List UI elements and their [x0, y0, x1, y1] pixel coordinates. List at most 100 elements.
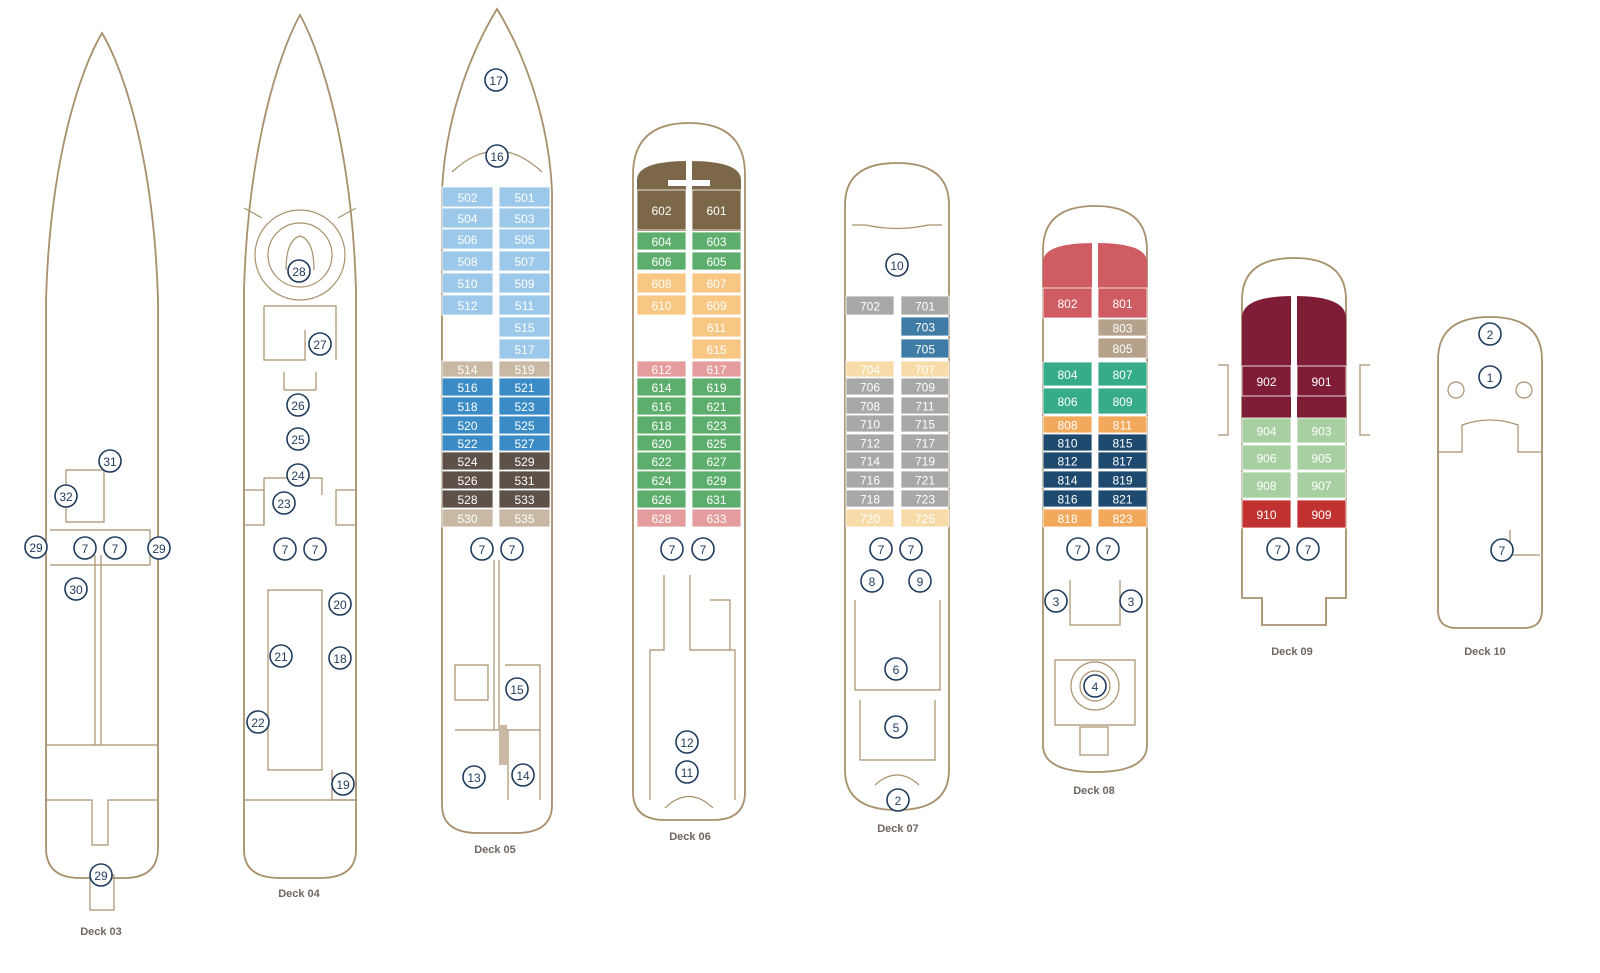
cabin-812[interactable]: 812 [1042, 451, 1093, 470]
cabin-723[interactable]: 723 [900, 489, 950, 508]
poi-marker-2[interactable]: 2 [1478, 322, 1502, 346]
poi-marker-23[interactable]: 23 [272, 491, 296, 515]
poi-marker-17[interactable]: 17 [484, 68, 508, 92]
poi-marker-19[interactable]: 19 [331, 772, 355, 796]
cabin-703[interactable]: 703 [900, 316, 950, 337]
cabin-708[interactable]: 708 [845, 396, 895, 415]
cabin-524[interactable]: 524 [441, 451, 494, 471]
cabin-611[interactable]: 611 [691, 316, 742, 338]
cabin-510[interactable]: 510 [441, 272, 494, 294]
cabin-603[interactable]: 603 [691, 231, 742, 251]
cabin-704[interactable]: 704 [845, 360, 895, 378]
cabin-602[interactable]: 602 [636, 189, 687, 231]
poi-marker-15[interactable]: 15 [505, 677, 529, 701]
cabin-906[interactable]: 906 [1241, 444, 1292, 471]
cabin-821[interactable]: 821 [1097, 489, 1148, 508]
poi-marker-27[interactable]: 27 [308, 332, 332, 356]
cabin-529[interactable]: 529 [498, 451, 551, 471]
cabin-626[interactable]: 626 [636, 489, 687, 509]
cabin-817[interactable]: 817 [1097, 451, 1148, 470]
poi-marker-12[interactable]: 12 [675, 730, 699, 754]
cabin-707[interactable]: 707 [900, 360, 950, 378]
cabin-633[interactable]: 633 [691, 508, 742, 528]
poi-marker-2[interactable]: 2 [886, 788, 910, 812]
cabin-907[interactable]: 907 [1296, 471, 1347, 499]
cabin-519[interactable]: 519 [498, 360, 551, 378]
cabin-720[interactable]: 720 [845, 508, 895, 528]
cabin-527[interactable]: 527 [498, 434, 551, 452]
poi-marker-7[interactable]: 7 [1296, 537, 1320, 561]
cabin-631[interactable]: 631 [691, 489, 742, 509]
poi-marker-3[interactable]: 3 [1044, 589, 1068, 613]
cabin-604[interactable]: 604 [636, 231, 687, 251]
cabin-504[interactable]: 504 [441, 207, 494, 229]
cabin-605[interactable]: 605 [691, 251, 742, 271]
cabin-810[interactable]: 810 [1042, 433, 1093, 452]
poi-marker-6[interactable]: 6 [884, 657, 908, 681]
cabin-607[interactable]: 607 [691, 272, 742, 294]
poi-marker-29[interactable]: 29 [147, 536, 171, 560]
cabin-908[interactable]: 908 [1241, 471, 1292, 499]
poi-marker-7[interactable]: 7 [691, 537, 715, 561]
cabin-811[interactable]: 811 [1097, 415, 1148, 434]
cabin-910[interactable]: 910 [1241, 499, 1292, 529]
cabin-531[interactable]: 531 [498, 470, 551, 490]
cabin-515[interactable]: 515 [498, 316, 551, 338]
cabin-717[interactable]: 717 [900, 433, 950, 452]
cabin-803[interactable]: 803 [1097, 318, 1148, 337]
cabin-525[interactable]: 525 [498, 415, 551, 435]
cabin-512[interactable]: 512 [441, 294, 494, 316]
cabin-719[interactable]: 719 [900, 451, 950, 470]
cabin-819[interactable]: 819 [1097, 470, 1148, 489]
cabin-816[interactable]: 816 [1042, 489, 1093, 508]
cabin-714[interactable]: 714 [845, 451, 895, 470]
cabin-706[interactable]: 706 [845, 377, 895, 396]
cabin-617[interactable]: 617 [691, 360, 742, 378]
poi-marker-7[interactable]: 7 [660, 537, 684, 561]
cabin-709[interactable]: 709 [900, 377, 950, 396]
cabin-805[interactable]: 805 [1097, 337, 1148, 359]
poi-marker-7[interactable]: 7 [1096, 537, 1120, 561]
cabin-711[interactable]: 711 [900, 396, 950, 415]
cabin-618[interactable]: 618 [636, 415, 687, 435]
cabin-520[interactable]: 520 [441, 415, 494, 435]
cabin-518[interactable]: 518 [441, 396, 494, 416]
cabin-614[interactable]: 614 [636, 377, 687, 397]
cabin-702[interactable]: 702 [845, 295, 895, 316]
poi-marker-5[interactable]: 5 [884, 715, 908, 739]
poi-marker-32[interactable]: 32 [54, 484, 78, 508]
cabin-505[interactable]: 505 [498, 228, 551, 250]
poi-marker-24[interactable]: 24 [286, 463, 310, 487]
cabin-523[interactable]: 523 [498, 396, 551, 416]
cabin-807[interactable]: 807 [1097, 361, 1148, 387]
cabin-502[interactable]: 502 [441, 186, 494, 208]
cabin-506[interactable]: 506 [441, 228, 494, 250]
cabin-509[interactable]: 509 [498, 272, 551, 294]
poi-marker-4[interactable]: 4 [1083, 674, 1107, 698]
poi-marker-20[interactable]: 20 [328, 592, 352, 616]
cabin-615[interactable]: 615 [691, 338, 742, 360]
poi-marker-22[interactable]: 22 [246, 710, 270, 734]
cabin-627[interactable]: 627 [691, 451, 742, 471]
cabin-716[interactable]: 716 [845, 470, 895, 489]
cabin-620[interactable]: 620 [636, 434, 687, 452]
cabin-718[interactable]: 718 [845, 489, 895, 508]
cabin-721[interactable]: 721 [900, 470, 950, 489]
cabin-625[interactable]: 625 [691, 434, 742, 452]
cabin-533[interactable]: 533 [498, 489, 551, 509]
poi-marker-7[interactable]: 7 [500, 537, 524, 561]
poi-marker-7[interactable]: 7 [1490, 538, 1514, 562]
poi-marker-16[interactable]: 16 [485, 144, 509, 168]
cabin-905[interactable]: 905 [1296, 444, 1347, 471]
poi-marker-29[interactable]: 29 [24, 535, 48, 559]
poi-marker-11[interactable]: 11 [675, 760, 699, 784]
cabin-818[interactable]: 818 [1042, 508, 1093, 528]
poi-marker-1[interactable]: 1 [1478, 365, 1502, 389]
poi-marker-10[interactable]: 10 [885, 253, 909, 277]
cabin-610[interactable]: 610 [636, 294, 687, 316]
poi-marker-7[interactable]: 7 [103, 536, 127, 560]
cabin-508[interactable]: 508 [441, 250, 494, 272]
cabin-503[interactable]: 503 [498, 207, 551, 229]
poi-marker-14[interactable]: 14 [511, 763, 535, 787]
cabin-535[interactable]: 535 [498, 508, 551, 528]
